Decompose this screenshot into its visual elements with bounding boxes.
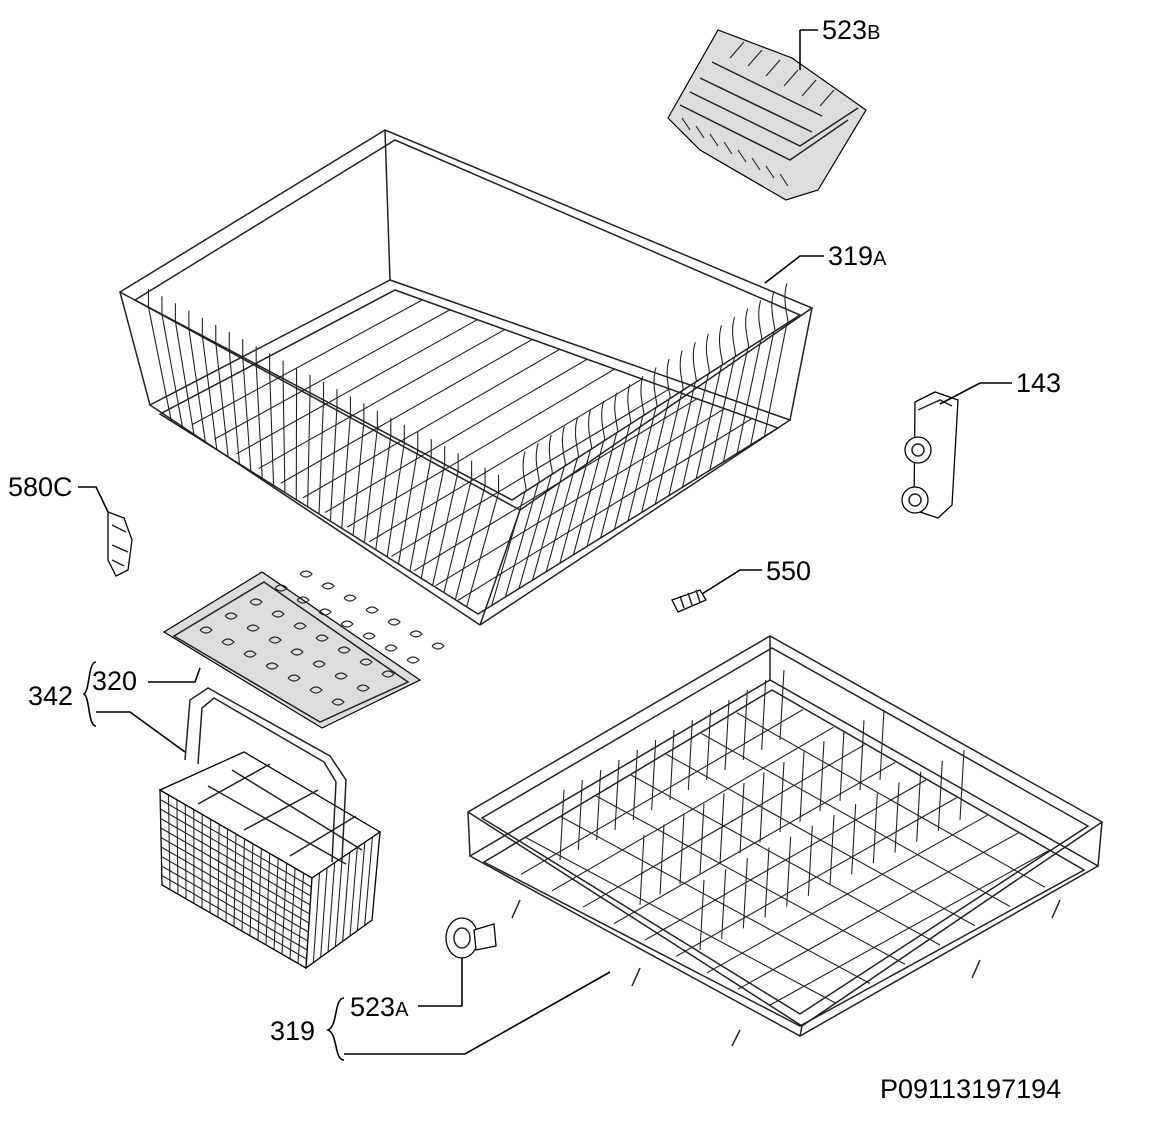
label-320: 320 [92,666,137,696]
label-523b: 523B [822,15,880,45]
clip-part [107,511,133,577]
lower-rack-part [466,635,1104,1047]
upper-rack-part [118,129,814,626]
cutlery-basket-part [158,687,382,970]
label-523a: 523A [350,992,409,1022]
rail-stop-part [901,391,959,519]
label-342: 342 [28,681,73,711]
label-143: 143 [1016,368,1061,398]
wheel-part [445,917,497,959]
drawing-number: P09113197194 [880,1074,1061,1104]
basket-lid-part [162,570,445,729]
label-550: 550 [766,556,811,586]
pin-part [671,589,707,613]
label-319: 319 [270,1016,315,1046]
label-319a: 319A [828,241,887,271]
label-580c: 580C [8,472,73,502]
cup-rack-part [667,29,867,201]
